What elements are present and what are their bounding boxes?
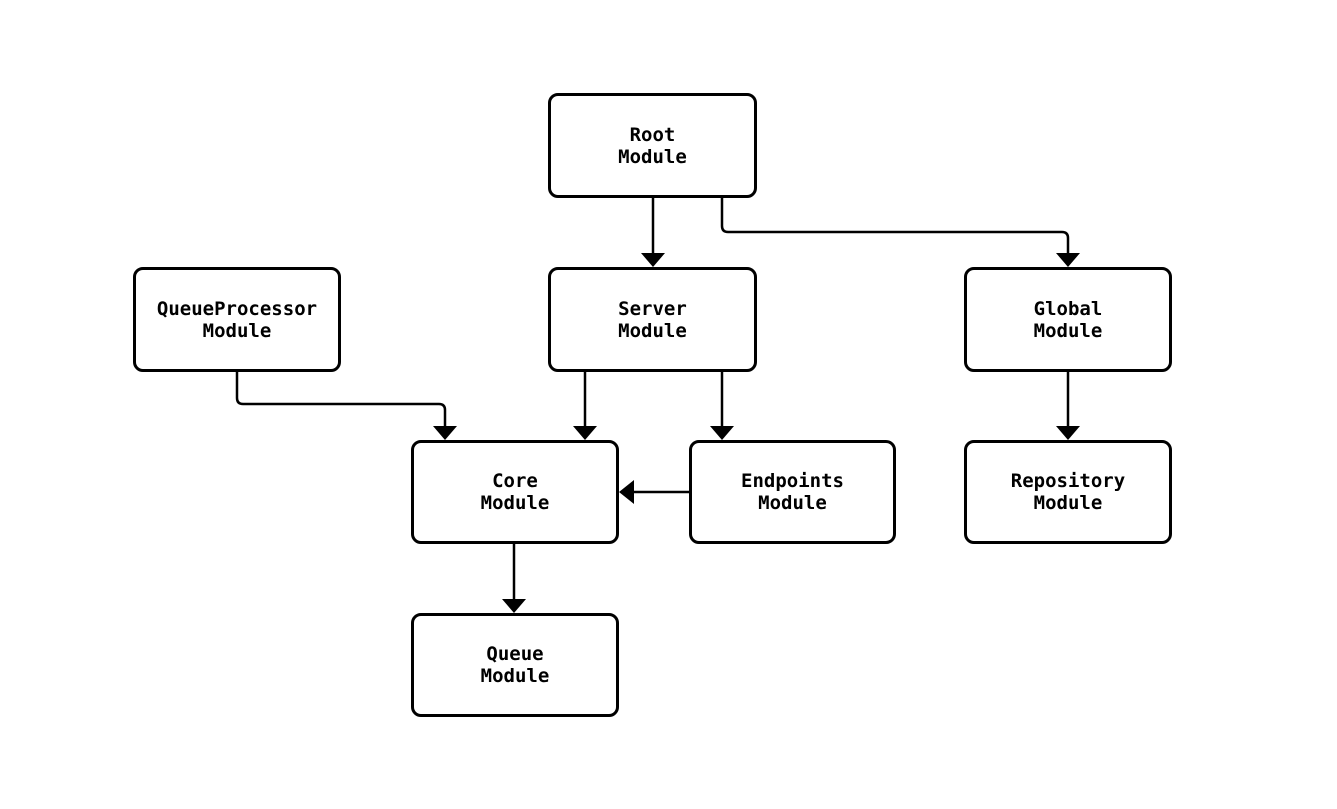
edge-global-module-to-repository-module — [1056, 372, 1080, 440]
node-server-module: Server Module — [548, 267, 757, 372]
node-root-module-label: Root Module — [618, 123, 687, 168]
node-core-module: Core Module — [411, 440, 619, 544]
node-endpoints-module-label: Endpoints Module — [741, 470, 844, 514]
node-global-module: Global Module — [964, 267, 1172, 372]
node-root-module: Root Module — [548, 93, 757, 198]
node-queueprocessor-module-label: QueueProcessor Module — [156, 297, 318, 342]
node-queue-module-label: Queue Module — [480, 643, 550, 687]
node-repository-module-label: Repository Module — [1010, 470, 1126, 514]
edge-queueprocessor-module-to-core-module — [235, 372, 457, 440]
edge-core-module-to-queue-module — [502, 544, 526, 613]
node-queueprocessor-module: QueueProcessor Module — [133, 267, 341, 372]
edge-server-module-to-core-module — [573, 372, 597, 440]
edge-root-module-to-server-module — [641, 197, 665, 267]
edge-endpoints-module-to-core-module — [619, 480, 689, 504]
node-global-module-label: Global Module — [1033, 297, 1103, 342]
node-core-module-label: Core Module — [480, 470, 550, 514]
node-repository-module: Repository Module — [964, 440, 1172, 544]
node-endpoints-module: Endpoints Module — [689, 440, 896, 544]
edge-server-module-to-endpoints-module — [710, 372, 734, 440]
edge-root-module-to-global-module — [720, 197, 1080, 267]
node-queue-module: Queue Module — [411, 613, 619, 717]
node-server-module-label: Server Module — [618, 297, 687, 342]
